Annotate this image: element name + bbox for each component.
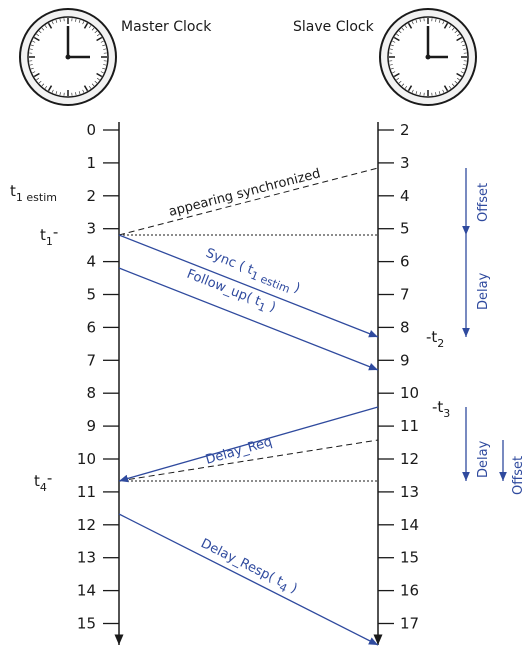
master-tick-label: 11	[77, 483, 96, 501]
slave-tick-label: 15	[400, 549, 419, 567]
t1-estim-base: t	[10, 182, 16, 200]
slave-tick-label: 4	[400, 187, 410, 205]
t1-estim-sub: 1 estim	[16, 191, 57, 204]
delay-top-label: Delay	[476, 272, 491, 310]
slave-tick-label: 6	[400, 253, 410, 271]
t2-dash: -t	[426, 328, 437, 346]
master-tick-label: 9	[86, 417, 96, 435]
slave-tick-label: 3	[400, 154, 410, 172]
master-tick-label: 1	[86, 154, 96, 172]
master-tick-label: 2	[86, 187, 96, 205]
delay-req-label: Delay_Req	[204, 435, 274, 468]
slave-tick-label: 14	[400, 516, 419, 534]
slave-tick-label: 17	[400, 615, 419, 633]
slave-tick-label: 10	[400, 384, 419, 402]
delay-resp-arrow	[118, 513, 379, 646]
sync-arrow	[118, 234, 379, 338]
t1-dash: -	[53, 223, 58, 241]
delay-resp-label: Delay_Resp( t4 )	[197, 536, 300, 599]
sync-label-base: Sync ( t	[204, 246, 256, 278]
master-clock-icon	[19, 8, 117, 106]
offset-top-label: Offset	[476, 183, 491, 222]
t4-sub: 4	[40, 481, 47, 494]
follow-up-arrow	[118, 267, 379, 371]
t4-marker: t4-	[34, 469, 52, 494]
t3-marker: -t3	[432, 398, 450, 420]
t3-dash: -t	[432, 398, 443, 416]
t4-dash: -	[47, 469, 52, 487]
master-clock-label: Master Clock	[121, 19, 212, 35]
master-tick-label: 6	[86, 318, 96, 336]
slave-clock-label: Slave Clock	[293, 19, 375, 35]
t1-marker: t1-	[40, 223, 58, 248]
delay-resp-label-base: Delay_Resp( t	[198, 536, 285, 589]
slave-tick-label: 16	[400, 582, 419, 600]
master-tick-label: 13	[77, 549, 96, 567]
master-tick-label: 8	[86, 384, 96, 402]
t3-sub: 3	[443, 407, 450, 420]
delay-req-arrow	[118, 406, 379, 483]
slave-tick-label: 12	[400, 450, 419, 468]
master-tick-label: 3	[86, 220, 96, 238]
t1-estim-marker: t1 estim	[10, 182, 57, 204]
slave-tick-label: 5	[400, 220, 410, 238]
slave-clock-icon	[379, 8, 477, 106]
t1-base: t	[40, 226, 46, 244]
slave-tick-label: 9	[400, 351, 410, 369]
follow-up-label-sub: 1	[256, 300, 267, 315]
slave-tick-label: 11	[400, 417, 419, 435]
t2-sub: 2	[437, 337, 444, 350]
sync-label-end: )	[288, 279, 302, 296]
master-tick-label: 12	[77, 516, 96, 534]
slave-tick-label: 13	[400, 483, 419, 501]
slave-tick-label: 8	[400, 318, 410, 336]
master-tick-label: 0	[86, 121, 96, 139]
master-tick-label: 4	[86, 253, 96, 271]
t4-base: t	[34, 472, 40, 490]
t1-sub: 1	[46, 235, 53, 248]
appearing-synchronized-line	[118, 167, 379, 236]
appearing-synchronized-label: appearing synchronized	[167, 166, 322, 220]
master-tick-label: 7	[86, 351, 96, 369]
master-tick-label: 10	[77, 450, 96, 468]
t2-marker: -t2	[426, 328, 444, 350]
master-tick-label: 14	[77, 582, 96, 600]
master-tick-label: 5	[86, 286, 96, 304]
follow-up-label-end: )	[264, 298, 278, 315]
slave-tick-label: 2	[400, 121, 410, 139]
slave-tick-label: 7	[400, 286, 410, 304]
delay-bottom-label: Delay	[476, 440, 491, 478]
offset-bottom-label: Offset	[511, 456, 526, 495]
delay-dashed-line	[118, 439, 379, 482]
master-tick-label: 15	[77, 615, 96, 633]
